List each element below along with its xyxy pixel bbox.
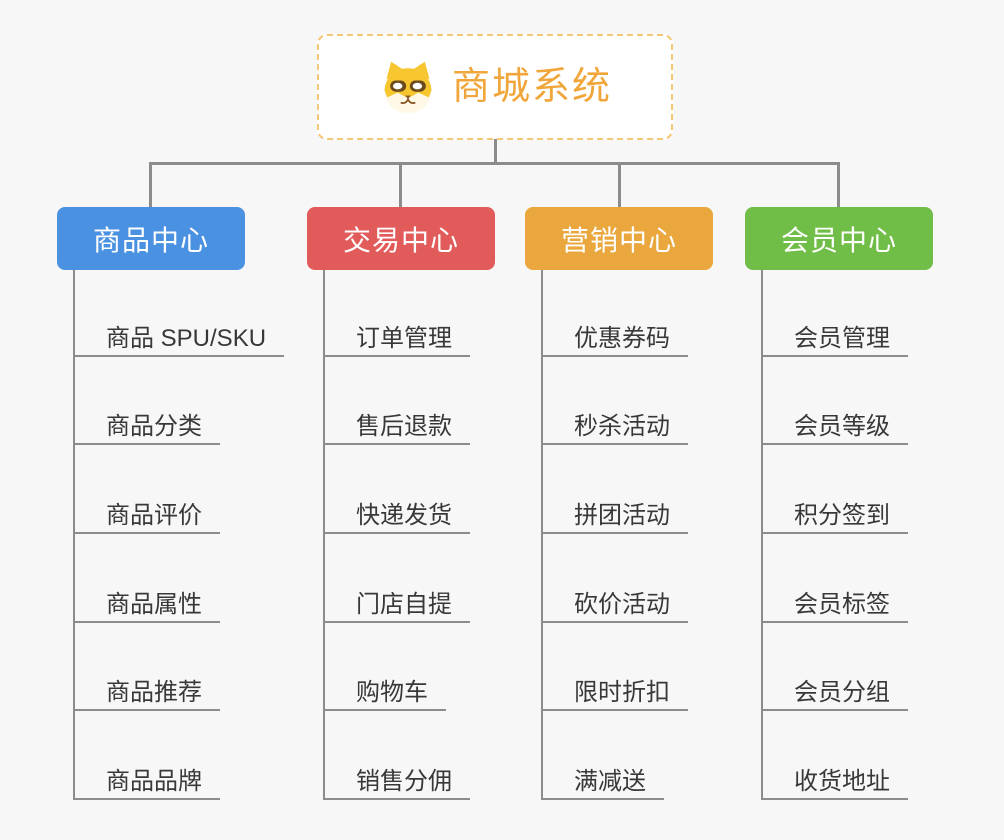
leaf-item[interactable]: 积分签到 <box>761 496 908 534</box>
leaf-item[interactable]: 优惠券码 <box>541 319 688 357</box>
leaf-item[interactable]: 会员管理 <box>761 319 908 357</box>
leaf-item[interactable]: 商品分类 <box>73 407 220 445</box>
leaf-item[interactable]: 商品评价 <box>73 496 220 534</box>
leaf-item[interactable]: 购物车 <box>323 673 446 711</box>
leaf-item[interactable]: 订单管理 <box>323 319 470 357</box>
connector-drop-product <box>149 163 152 208</box>
connector-drop-marketing <box>618 163 621 208</box>
branch-box-marketing-center[interactable]: 营销中心 <box>525 207 713 270</box>
branch-product-center: 商品中心 商品 SPU/SKU 商品分类商品评价商品属性商品推荐商品品牌 <box>57 207 285 800</box>
leaf-item[interactable]: 秒杀活动 <box>541 407 688 445</box>
root-title: 商城系统 <box>451 66 612 108</box>
leaf-item[interactable]: 门店自提 <box>323 585 470 623</box>
connector-drop-member <box>837 163 840 208</box>
leaf-item[interactable]: 会员分组 <box>761 673 908 711</box>
connector-drop-trade <box>399 163 402 208</box>
branch-leaves-member-center: 会员管理会员等级积分签到会员标签会员分组收货地址 <box>745 207 933 800</box>
branch-member-center: 会员中心 会员管理会员等级积分签到会员标签会员分组收货地址 <box>745 207 933 800</box>
leaf-item[interactable]: 收货地址 <box>761 762 908 800</box>
leaf-item[interactable]: 快递发货 <box>323 496 470 534</box>
branch-line-trade-center <box>323 270 325 798</box>
branch-leaves-product-center: 商品 SPU/SKU 商品分类商品评价商品属性商品推荐商品品牌 <box>57 207 285 800</box>
dog-face-icon <box>378 59 438 115</box>
branch-leaves-trade-center: 订单管理售后退款快递发货门店自提购物车销售分佣 <box>307 207 495 800</box>
leaf-item[interactable]: 拼团活动 <box>541 496 688 534</box>
leaf-item[interactable]: 限时折扣 <box>541 673 688 711</box>
leaf-item[interactable]: 商品 SPU/SKU <box>73 319 285 357</box>
branch-line-member-center <box>761 270 763 798</box>
branch-trade-center: 交易中心 订单管理售后退款快递发货门店自提购物车销售分佣 <box>307 207 495 800</box>
leaf-item[interactable]: 商品推荐 <box>73 673 220 711</box>
branch-marketing-center: 营销中心 优惠券码秒杀活动拼团活动砍价活动限时折扣满减送 <box>525 207 713 800</box>
leaf-item[interactable]: 会员标签 <box>761 585 908 623</box>
branch-box-member-center[interactable]: 会员中心 <box>745 207 933 270</box>
connector-horizontal <box>149 162 840 165</box>
leaf-item[interactable]: 会员等级 <box>761 407 908 445</box>
leaf-item[interactable]: 砍价活动 <box>541 585 688 623</box>
branch-box-trade-center[interactable]: 交易中心 <box>307 207 495 270</box>
leaf-item[interactable]: 商品品牌 <box>73 762 220 800</box>
branch-line-product-center <box>73 270 75 798</box>
branch-leaves-marketing-center: 优惠券码秒杀活动拼团活动砍价活动限时折扣满减送 <box>525 207 713 800</box>
root-node[interactable]: 商城系统 <box>317 34 673 140</box>
branch-line-marketing-center <box>541 270 543 798</box>
leaf-item[interactable]: 满减送 <box>541 762 664 800</box>
leaf-item[interactable]: 销售分佣 <box>323 762 470 800</box>
leaf-item[interactable]: 商品属性 <box>73 585 220 623</box>
connector-root-stem <box>494 139 497 164</box>
branch-box-product-center[interactable]: 商品中心 <box>57 207 245 270</box>
leaf-item[interactable]: 售后退款 <box>323 407 470 445</box>
